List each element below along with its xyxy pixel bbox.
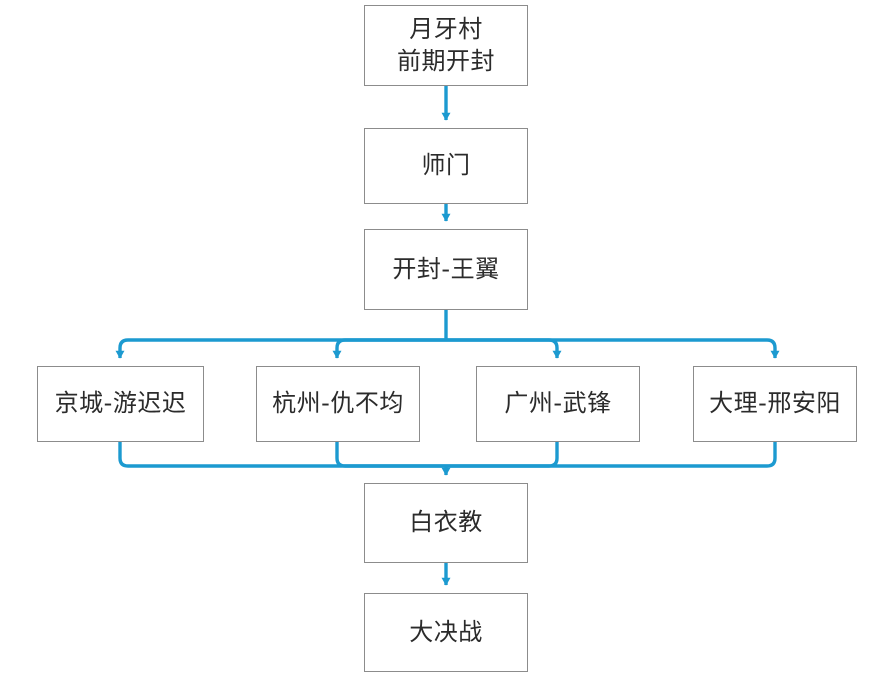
edge-jingcheng-baiyijiao <box>118 442 446 468</box>
node-dali[interactable]: 大理-邢安阳 <box>693 366 857 442</box>
node-start-line-2: 前期开封 <box>397 46 495 75</box>
node-jingcheng[interactable]: 京城-游迟迟 <box>37 366 204 442</box>
node-dajuezhan[interactable]: 大决战 <box>364 593 528 672</box>
edge-hangzhou-baiyijiao <box>335 442 446 468</box>
node-guangzhou[interactable]: 广州-武锋 <box>476 366 640 442</box>
edge-kaifeng-guangzhou <box>446 338 562 359</box>
node-kaifeng[interactable]: 开封-王翼 <box>364 229 528 310</box>
node-baiyijiao-label: 白衣教 <box>409 508 483 537</box>
node-baiyijiao[interactable]: 白衣教 <box>364 483 528 563</box>
edge-guangzhou-baiyijiao <box>446 442 559 468</box>
edge-kaifeng-jingcheng <box>115 338 446 359</box>
node-shimen[interactable]: 师门 <box>364 128 528 204</box>
node-kaifeng-label: 开封-王翼 <box>392 254 500 283</box>
node-jingcheng-label: 京城-游迟迟 <box>54 389 187 418</box>
edge-dali-baiyijiao <box>446 442 777 468</box>
node-start-line-1: 月牙村 <box>409 14 483 43</box>
node-start[interactable]: 月牙村 前期开封 <box>364 5 528 86</box>
edge-kaifeng-dali <box>446 338 780 359</box>
node-shimen-label: 师门 <box>421 151 471 180</box>
node-dali-label: 大理-邢安阳 <box>709 389 841 418</box>
node-hangzhou[interactable]: 杭州-仇不均 <box>256 366 420 442</box>
node-hangzhou-label: 杭州-仇不均 <box>272 389 404 418</box>
edge-kaifeng-hangzhou <box>332 338 446 359</box>
node-dajuezhan-label: 大决战 <box>409 617 483 646</box>
node-guangzhou-label: 广州-武锋 <box>504 389 612 418</box>
